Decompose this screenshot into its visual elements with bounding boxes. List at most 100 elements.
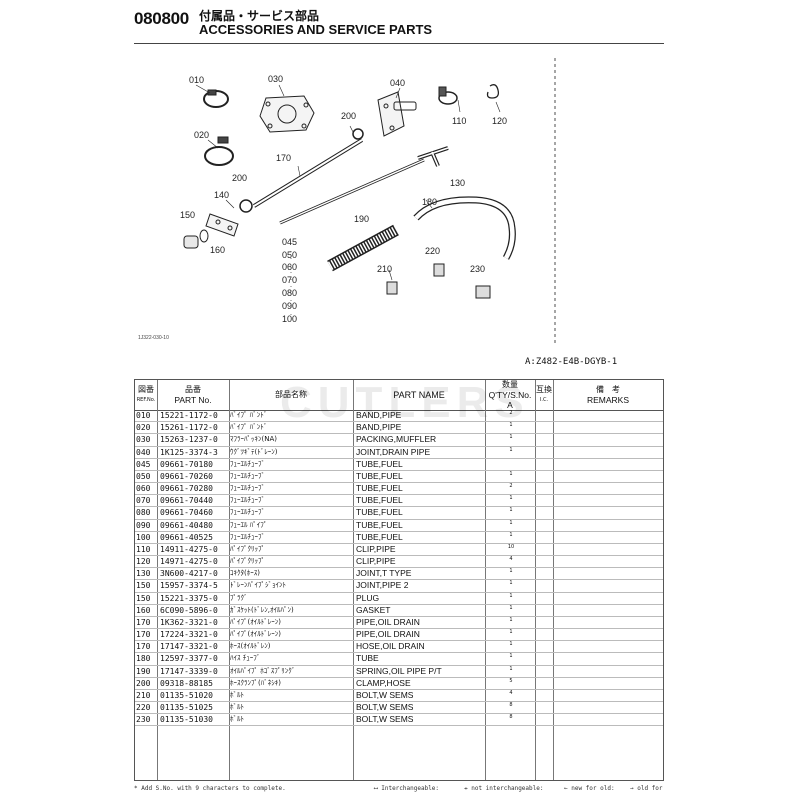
callout-110: 110 — [452, 116, 466, 126]
header-part-no: 品番 PART No. — [174, 385, 212, 405]
part-name-cell: PACKING,MUFFLER — [356, 434, 437, 445]
part-number-cell: 12597-3377-0 — [160, 654, 218, 664]
part-number-cell: 09661-70460 — [160, 508, 213, 518]
quantity-cell: 4 — [509, 556, 513, 563]
part-name-jp-cell: ﾊﾟｲﾌﾟｸﾘｯﾌﾟ — [230, 557, 265, 566]
ref-cell: 050 — [136, 471, 151, 481]
part-number-cell: 09661-70260 — [160, 471, 213, 481]
part-number-cell: 14911-4275-0 — [160, 544, 218, 554]
part-name-cell: TUBE — [356, 653, 379, 664]
part-number-cell: 15261-1172-0 — [160, 423, 218, 433]
part-name-cell: TUBE,FUEL — [356, 495, 403, 506]
ref-cell: 200 — [136, 678, 151, 688]
part-name-cell: BOLT,W SEMS — [356, 689, 414, 700]
ref-cell: 170 — [136, 617, 151, 627]
part-name-jp-cell: ﾌﾟﾗｸﾞ — [230, 593, 248, 602]
exploded-parts-diagram: 010 030 040 110 120 020 200 170 130 140 … — [138, 58, 556, 343]
ref-cell: 210 — [136, 690, 151, 700]
parts-table: 図番 REF.No. 品番 PART No. 部品名称 PART NAME 数量… — [134, 379, 664, 781]
callout-170: 170 — [276, 153, 291, 163]
part-name-cell: TUBE,FUEL — [356, 458, 403, 469]
part-name-cell: JOINT,DRAIN PIPE — [356, 446, 431, 457]
part-name-cell: CLIP,PIPE — [356, 556, 396, 567]
table-row: 170 17224-3321-0 ﾊﾟｲﾌﾟ(ｵｲﾙﾄﾞﾚｰﾝ) PIPE,OIL D… — [135, 629, 663, 642]
part-name-cell: GASKET — [356, 604, 391, 615]
callout-040: 040 — [390, 78, 405, 88]
footer-interchangeable: ⟷ Interchangeable: — [374, 785, 440, 792]
quantity-cell: 1 — [509, 580, 513, 587]
ref-cell: 010 — [136, 411, 151, 420]
part-number-cell: 1K362-3321-0 — [160, 617, 218, 627]
part-name-jp-cell: ﾌｭｰｴﾙﾁｭｰﾌﾞ — [230, 496, 265, 505]
part-name-cell: TUBE,FUEL — [356, 483, 403, 494]
part-name-jp-cell: ﾎﾞﾙﾄ — [230, 715, 244, 724]
quantity-cell: 5 — [509, 677, 513, 684]
ref-cell: 060 — [136, 484, 151, 494]
ref-cell: 170 — [136, 630, 151, 640]
part-number-cell: 17224-3321-0 — [160, 630, 218, 640]
part-number-cell: 09661-70280 — [160, 484, 213, 494]
quantity-cell: 1 — [509, 616, 513, 623]
ref-cell: 040 — [136, 447, 151, 457]
quantity-cell: 1 — [509, 507, 513, 514]
part-name-cell: BAND,PIPE — [356, 410, 402, 420]
callout-190: 190 — [354, 214, 369, 224]
part-name-jp-cell: ﾌｭｰｴﾙﾁｭｰﾌﾞ — [230, 459, 265, 468]
quantity-cell: 1 — [509, 592, 513, 599]
drawing-number: 1J322-030-10 — [138, 335, 169, 341]
part-number-cell: 15221-3375-0 — [160, 593, 218, 603]
header-ic: 互換 I.C. — [536, 385, 552, 403]
quantity-cell: 1 — [509, 495, 513, 502]
part-name-jp-cell: ﾊﾟｲﾌﾟ(ｵｲﾙﾄﾞﾚｰﾝ) — [230, 630, 281, 639]
footer-legend: * Add S.No. with 9 characters to complet… — [134, 783, 664, 797]
quantity-cell: 1 — [509, 519, 513, 526]
part-name-cell: TUBE,FUEL — [356, 507, 403, 518]
part-name-jp-cell: ﾌｭｰｴﾙ ﾊﾟｲﾌﾟ — [230, 520, 268, 529]
callout-020: 020 — [194, 130, 209, 140]
part-name-jp-cell: ﾊﾟｲﾌﾟｸﾘｯﾌﾟ — [230, 544, 265, 553]
quantity-cell: 10 — [507, 543, 515, 550]
part-number-cell: 09661-40525 — [160, 532, 213, 542]
part-name-jp-cell: ﾌｭｰｴﾙﾁｭｰﾌﾞ — [230, 532, 265, 541]
ref-cell: 180 — [136, 654, 151, 664]
quantity-cell: 4 — [509, 689, 513, 696]
part-name-cell: BOLT,W SEMS — [356, 702, 414, 713]
callout-200-lower: 200 — [232, 173, 247, 183]
footer-new-for-old: ← new for old: — [564, 785, 615, 792]
part-name-cell: PIPE,OIL DRAIN — [356, 629, 420, 640]
callout-120: 120 — [492, 116, 507, 126]
part-number-cell: 1K125-3374-3 — [160, 447, 218, 457]
part-name-jp-cell: ｶﾞｽｹｯﾄ(ﾄﾞﾚﾝ,ｵｲﾙﾊﾟﾝ) — [230, 605, 294, 614]
part-number-cell: 15957-3374-5 — [160, 581, 218, 591]
part-name-cell: HOSE,OIL DRAIN — [356, 641, 425, 652]
ref-cell: 080 — [136, 508, 151, 518]
quantity-cell: 1 — [509, 653, 513, 660]
footer-not-interchangeable: ⇸ not interchangeable: — [464, 785, 544, 792]
quantity-cell: 1 — [509, 531, 513, 538]
quantity-cell: 1 — [509, 665, 513, 672]
callout-150: 150 — [180, 210, 195, 220]
quantity-cell: 8 — [509, 702, 513, 709]
part-number-cell: 17147-3321-0 — [160, 642, 218, 652]
quantity-cell: 2 — [509, 410, 513, 416]
part-number-cell: 15263-1237-0 — [160, 435, 218, 445]
header-name-jp: 部品名称 — [275, 390, 307, 399]
ref-cell: 020 — [136, 423, 151, 433]
ref-cell: 090 — [136, 520, 151, 530]
callout-160: 160 — [210, 245, 225, 255]
part-number-cell: 15221-1172-0 — [160, 411, 218, 420]
ref-cell: 190 — [136, 666, 151, 676]
